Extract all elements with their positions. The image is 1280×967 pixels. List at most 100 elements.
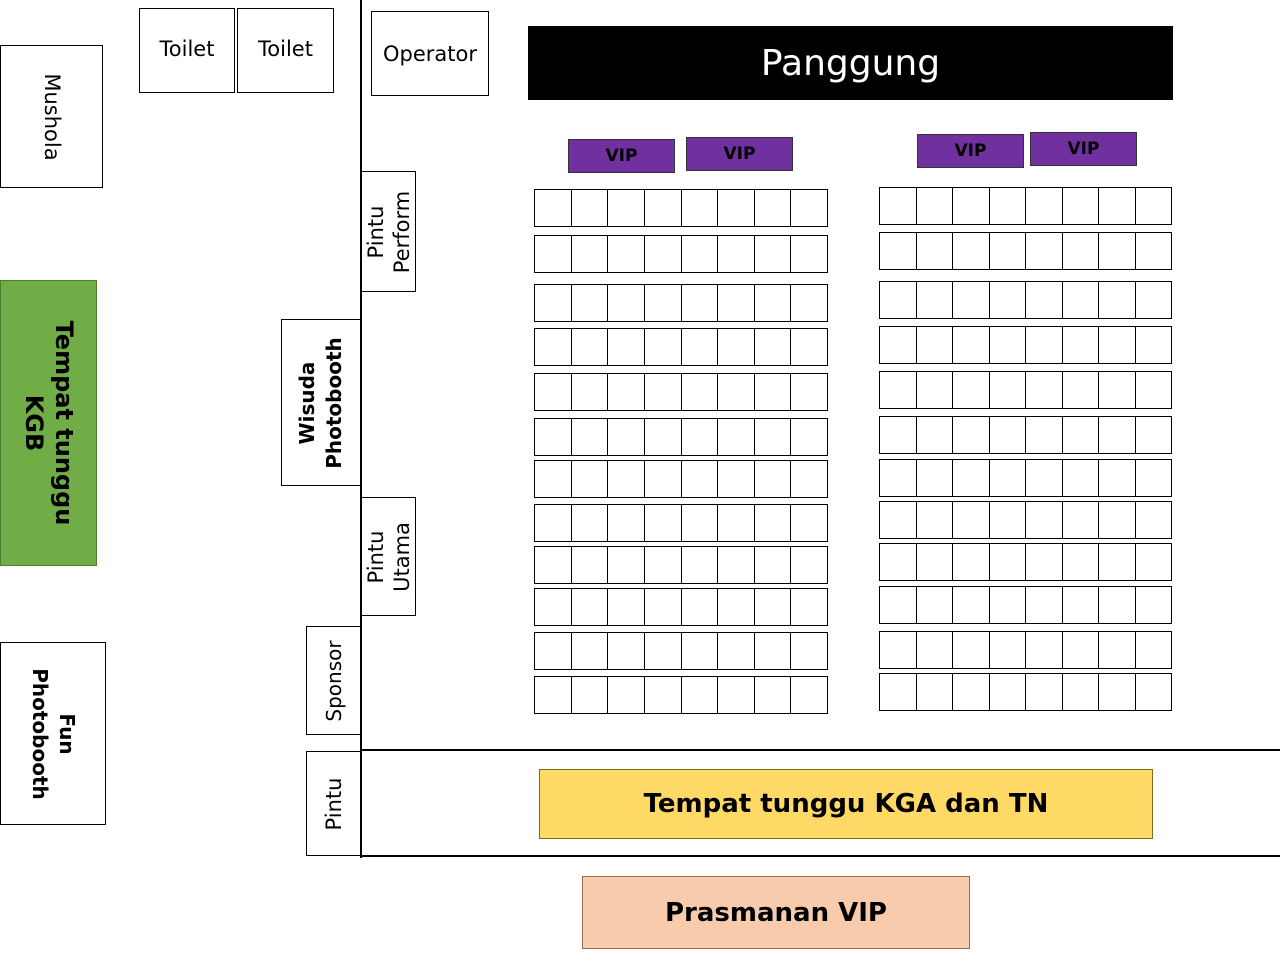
seat (990, 233, 1026, 269)
seat (917, 460, 953, 496)
seat (1026, 188, 1063, 224)
seat (953, 282, 990, 318)
corridor-bottom-wall (360, 855, 1280, 857)
seat-row (879, 673, 1172, 711)
seat (917, 417, 953, 453)
seat (682, 374, 719, 410)
fun-photobooth-label: Fun Photobooth (28, 667, 79, 800)
seat (1026, 372, 1063, 408)
seat (718, 419, 755, 455)
seat (535, 677, 572, 713)
seat (608, 633, 645, 669)
seat (791, 419, 827, 455)
seat (535, 236, 572, 272)
seat (572, 329, 609, 365)
seat (1063, 417, 1099, 453)
seat (572, 374, 609, 410)
pintu-door: Pintu (306, 751, 361, 856)
seat (1136, 372, 1172, 408)
seat (1026, 233, 1063, 269)
seat (718, 374, 755, 410)
seat (535, 547, 572, 583)
seat (917, 327, 953, 363)
seat (755, 190, 792, 226)
seat (755, 236, 792, 272)
seat (1136, 460, 1172, 496)
seat (880, 460, 917, 496)
seat (1026, 460, 1063, 496)
seat (572, 633, 609, 669)
seat (718, 633, 755, 669)
seat (1099, 233, 1136, 269)
seat (917, 674, 953, 710)
seat-row (879, 281, 1172, 319)
seat (1026, 327, 1063, 363)
seat (1026, 587, 1063, 623)
seat (917, 502, 953, 538)
seat-row (879, 371, 1172, 409)
stage: Panggung (528, 26, 1173, 100)
pintu-utama-label: Pintu Utama (363, 521, 414, 592)
seat (1026, 282, 1063, 318)
seat (1026, 544, 1063, 580)
seat (645, 236, 682, 272)
seat (755, 633, 792, 669)
seat-row (534, 460, 828, 498)
seat (917, 282, 953, 318)
seat (682, 633, 719, 669)
seat (953, 460, 990, 496)
seat (1099, 417, 1136, 453)
seat-row (534, 676, 828, 714)
seat (791, 329, 827, 365)
seat (535, 285, 572, 321)
seat (917, 544, 953, 580)
seat (791, 633, 827, 669)
seat (1136, 188, 1172, 224)
seat (1136, 327, 1172, 363)
seat (535, 505, 572, 541)
seat-row (534, 235, 828, 273)
seat (535, 374, 572, 410)
seat (645, 419, 682, 455)
seat-row (534, 373, 828, 411)
seat (990, 460, 1026, 496)
seat (791, 505, 827, 541)
seat (718, 190, 755, 226)
seat (608, 285, 645, 321)
seat-row (879, 187, 1172, 225)
seat (1063, 587, 1099, 623)
corridor-top-wall (360, 749, 1280, 751)
seat (608, 419, 645, 455)
seat (990, 372, 1026, 408)
seat (1099, 460, 1136, 496)
seat (535, 633, 572, 669)
toilet-2: Toilet (237, 8, 334, 93)
seat (572, 285, 609, 321)
fun-photobooth: Fun Photobooth (0, 642, 106, 825)
seat (755, 329, 792, 365)
seat (880, 372, 917, 408)
seat (755, 677, 792, 713)
pintu-perform-label: Pintu Perform (363, 190, 414, 273)
seat (953, 188, 990, 224)
tempat-tunggu-kgb-label: Tempat tunggu KGB (19, 320, 78, 526)
seat (608, 374, 645, 410)
seat (572, 461, 609, 497)
seat (682, 505, 719, 541)
stage-label: Panggung (760, 42, 941, 84)
seat (1099, 544, 1136, 580)
seat (682, 329, 719, 365)
seat (1063, 372, 1099, 408)
seat (608, 329, 645, 365)
seat (682, 285, 719, 321)
seat (1099, 188, 1136, 224)
seat (572, 236, 609, 272)
seat (1026, 632, 1063, 668)
tempat-tunggu-kgb: Tempat tunggu KGB (0, 280, 97, 566)
vip-seat: VIP (1030, 132, 1137, 166)
seat (1063, 460, 1099, 496)
seat (791, 285, 827, 321)
seat (1026, 417, 1063, 453)
seat (645, 461, 682, 497)
seat (953, 587, 990, 623)
